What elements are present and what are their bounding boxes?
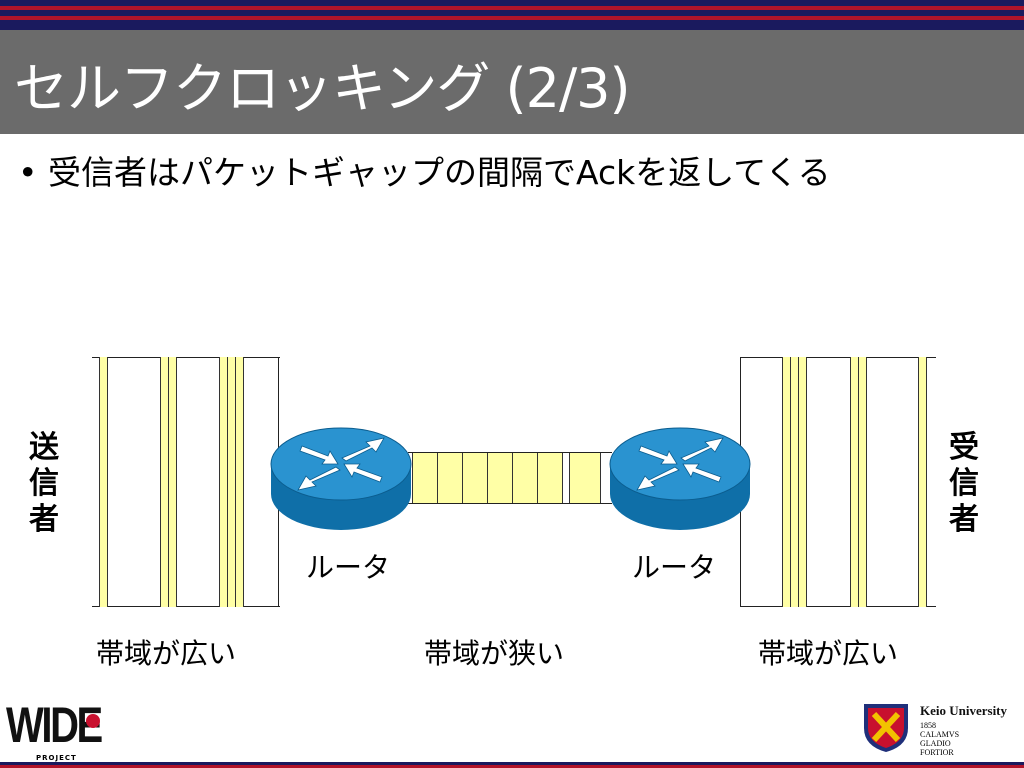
caption-left: 帯域が広い (96, 637, 237, 670)
receiver-label-char: 受 (949, 430, 979, 465)
slide-title: セルフクロッキング (2/3) (14, 57, 631, 120)
router-icon (609, 427, 751, 530)
packet (462, 453, 488, 503)
router-right-label: ルータ (632, 551, 717, 584)
keio-name: Keio University (920, 703, 1008, 718)
packet (235, 357, 244, 607)
caption-middle: 帯域が狭い (424, 637, 565, 670)
packet (569, 453, 601, 503)
wide-logo-sub: PROJECT (36, 754, 77, 762)
keio-motto-2: GLADIO (920, 739, 951, 748)
sender-label: 送 信 者 (24, 430, 64, 538)
bullet-marker: • (18, 153, 38, 192)
packet (412, 453, 438, 503)
receiver-label-char: 者 (949, 502, 979, 537)
bottom-decorative-line (0, 762, 1024, 768)
packet (918, 357, 927, 607)
left-wide-link (92, 357, 280, 607)
receiver-label-char: 信 (949, 466, 979, 501)
keio-year: 1858 (920, 721, 936, 730)
keio-motto-3: FORTIOR (920, 748, 954, 757)
sender-label-char: 者 (29, 502, 59, 537)
wide-logo: WIDE PROJECT (6, 697, 103, 762)
packet (168, 357, 177, 607)
top-decorative-band (0, 0, 1024, 30)
router-left-label: ルータ (306, 551, 391, 584)
narrow-link (408, 452, 612, 504)
packet (858, 357, 867, 607)
packet (512, 453, 538, 503)
packet (99, 357, 108, 607)
receiver-label: 受 信 者 (944, 430, 984, 538)
router-icon (270, 427, 412, 530)
packet (487, 453, 513, 503)
right-wide-link (740, 357, 936, 607)
sender-label-char: 送 (29, 430, 59, 465)
title-bar (0, 30, 1024, 134)
packet (437, 453, 463, 503)
sender-label-char: 信 (29, 466, 59, 501)
keio-motto-1: CALAMVS (920, 730, 960, 739)
caption-right: 帯域が広い (758, 637, 899, 670)
bullet-text: 受信者はパケットギャップの間隔でAckを返してくる (48, 153, 831, 192)
bullet-item: • 受信者はパケットギャップの間隔でAckを返してくる (18, 146, 831, 194)
keio-shield-icon (864, 704, 908, 752)
packet (798, 357, 807, 607)
keio-text: Keio University 1858 CALAMVS GLADIO FORT… (920, 703, 1007, 757)
packet (537, 453, 563, 503)
